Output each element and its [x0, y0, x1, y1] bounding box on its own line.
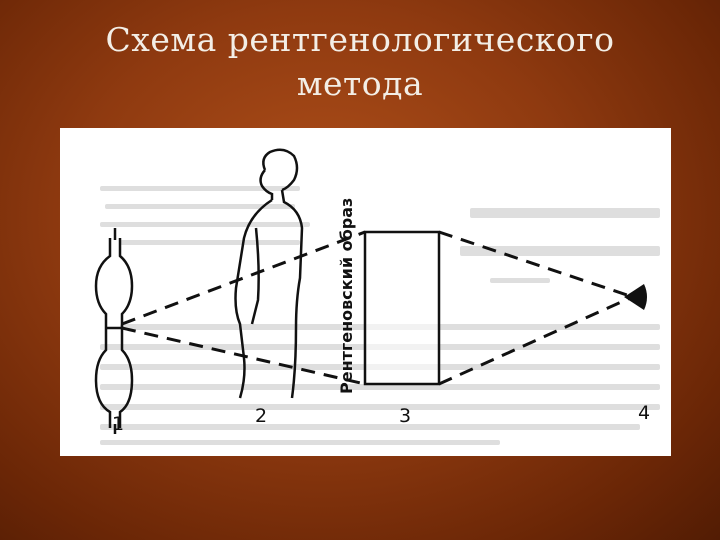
number-image: 3 — [399, 405, 411, 427]
viewing-lines — [438, 230, 631, 386]
patient-back — [280, 189, 304, 399]
bleed-line — [100, 404, 660, 410]
patient-head — [262, 148, 299, 192]
xray-beam — [121, 230, 366, 386]
eye-shape — [624, 284, 647, 310]
slide-title: Схема рентгенологического метода — [0, 18, 720, 106]
patient-arm — [250, 227, 260, 325]
number-tube: 1 — [112, 413, 124, 435]
bleed-line — [490, 278, 550, 283]
bleed-line — [460, 246, 660, 256]
bleed-line — [105, 204, 295, 209]
xray-tube — [94, 228, 134, 434]
diagram-svg: Рентгеновский образ 1 2 3 4 — [94, 148, 660, 445]
number-patient: 2 — [255, 405, 267, 427]
tube-outline-left — [94, 238, 112, 428]
view-lower-line — [438, 296, 631, 386]
xray-image-plate — [363, 230, 441, 386]
beam-upper-ray — [121, 230, 366, 326]
bleed-line — [100, 384, 660, 390]
bleed-line — [100, 186, 300, 191]
number-eye: 4 — [638, 402, 650, 424]
patient-face — [259, 169, 274, 200]
patient-figure — [234, 148, 304, 399]
bleed-line — [120, 240, 300, 245]
bleed-line — [100, 440, 500, 445]
diagram-figure: Рентгеновский образ 1 2 3 4 — [60, 128, 671, 456]
title-line-1: Схема рентгенологического — [105, 20, 615, 59]
bleed-line — [100, 424, 640, 430]
tube-outline-right — [118, 238, 134, 428]
patient-front — [234, 198, 273, 399]
beam-lower-ray — [121, 326, 366, 386]
eye-icon — [624, 284, 647, 310]
xray-image-label: Рентгеновский образ — [337, 198, 356, 394]
view-upper-line — [438, 230, 631, 298]
title-line-2: метода — [296, 64, 424, 103]
bleed-line — [100, 222, 310, 227]
bleed-line — [470, 208, 660, 218]
